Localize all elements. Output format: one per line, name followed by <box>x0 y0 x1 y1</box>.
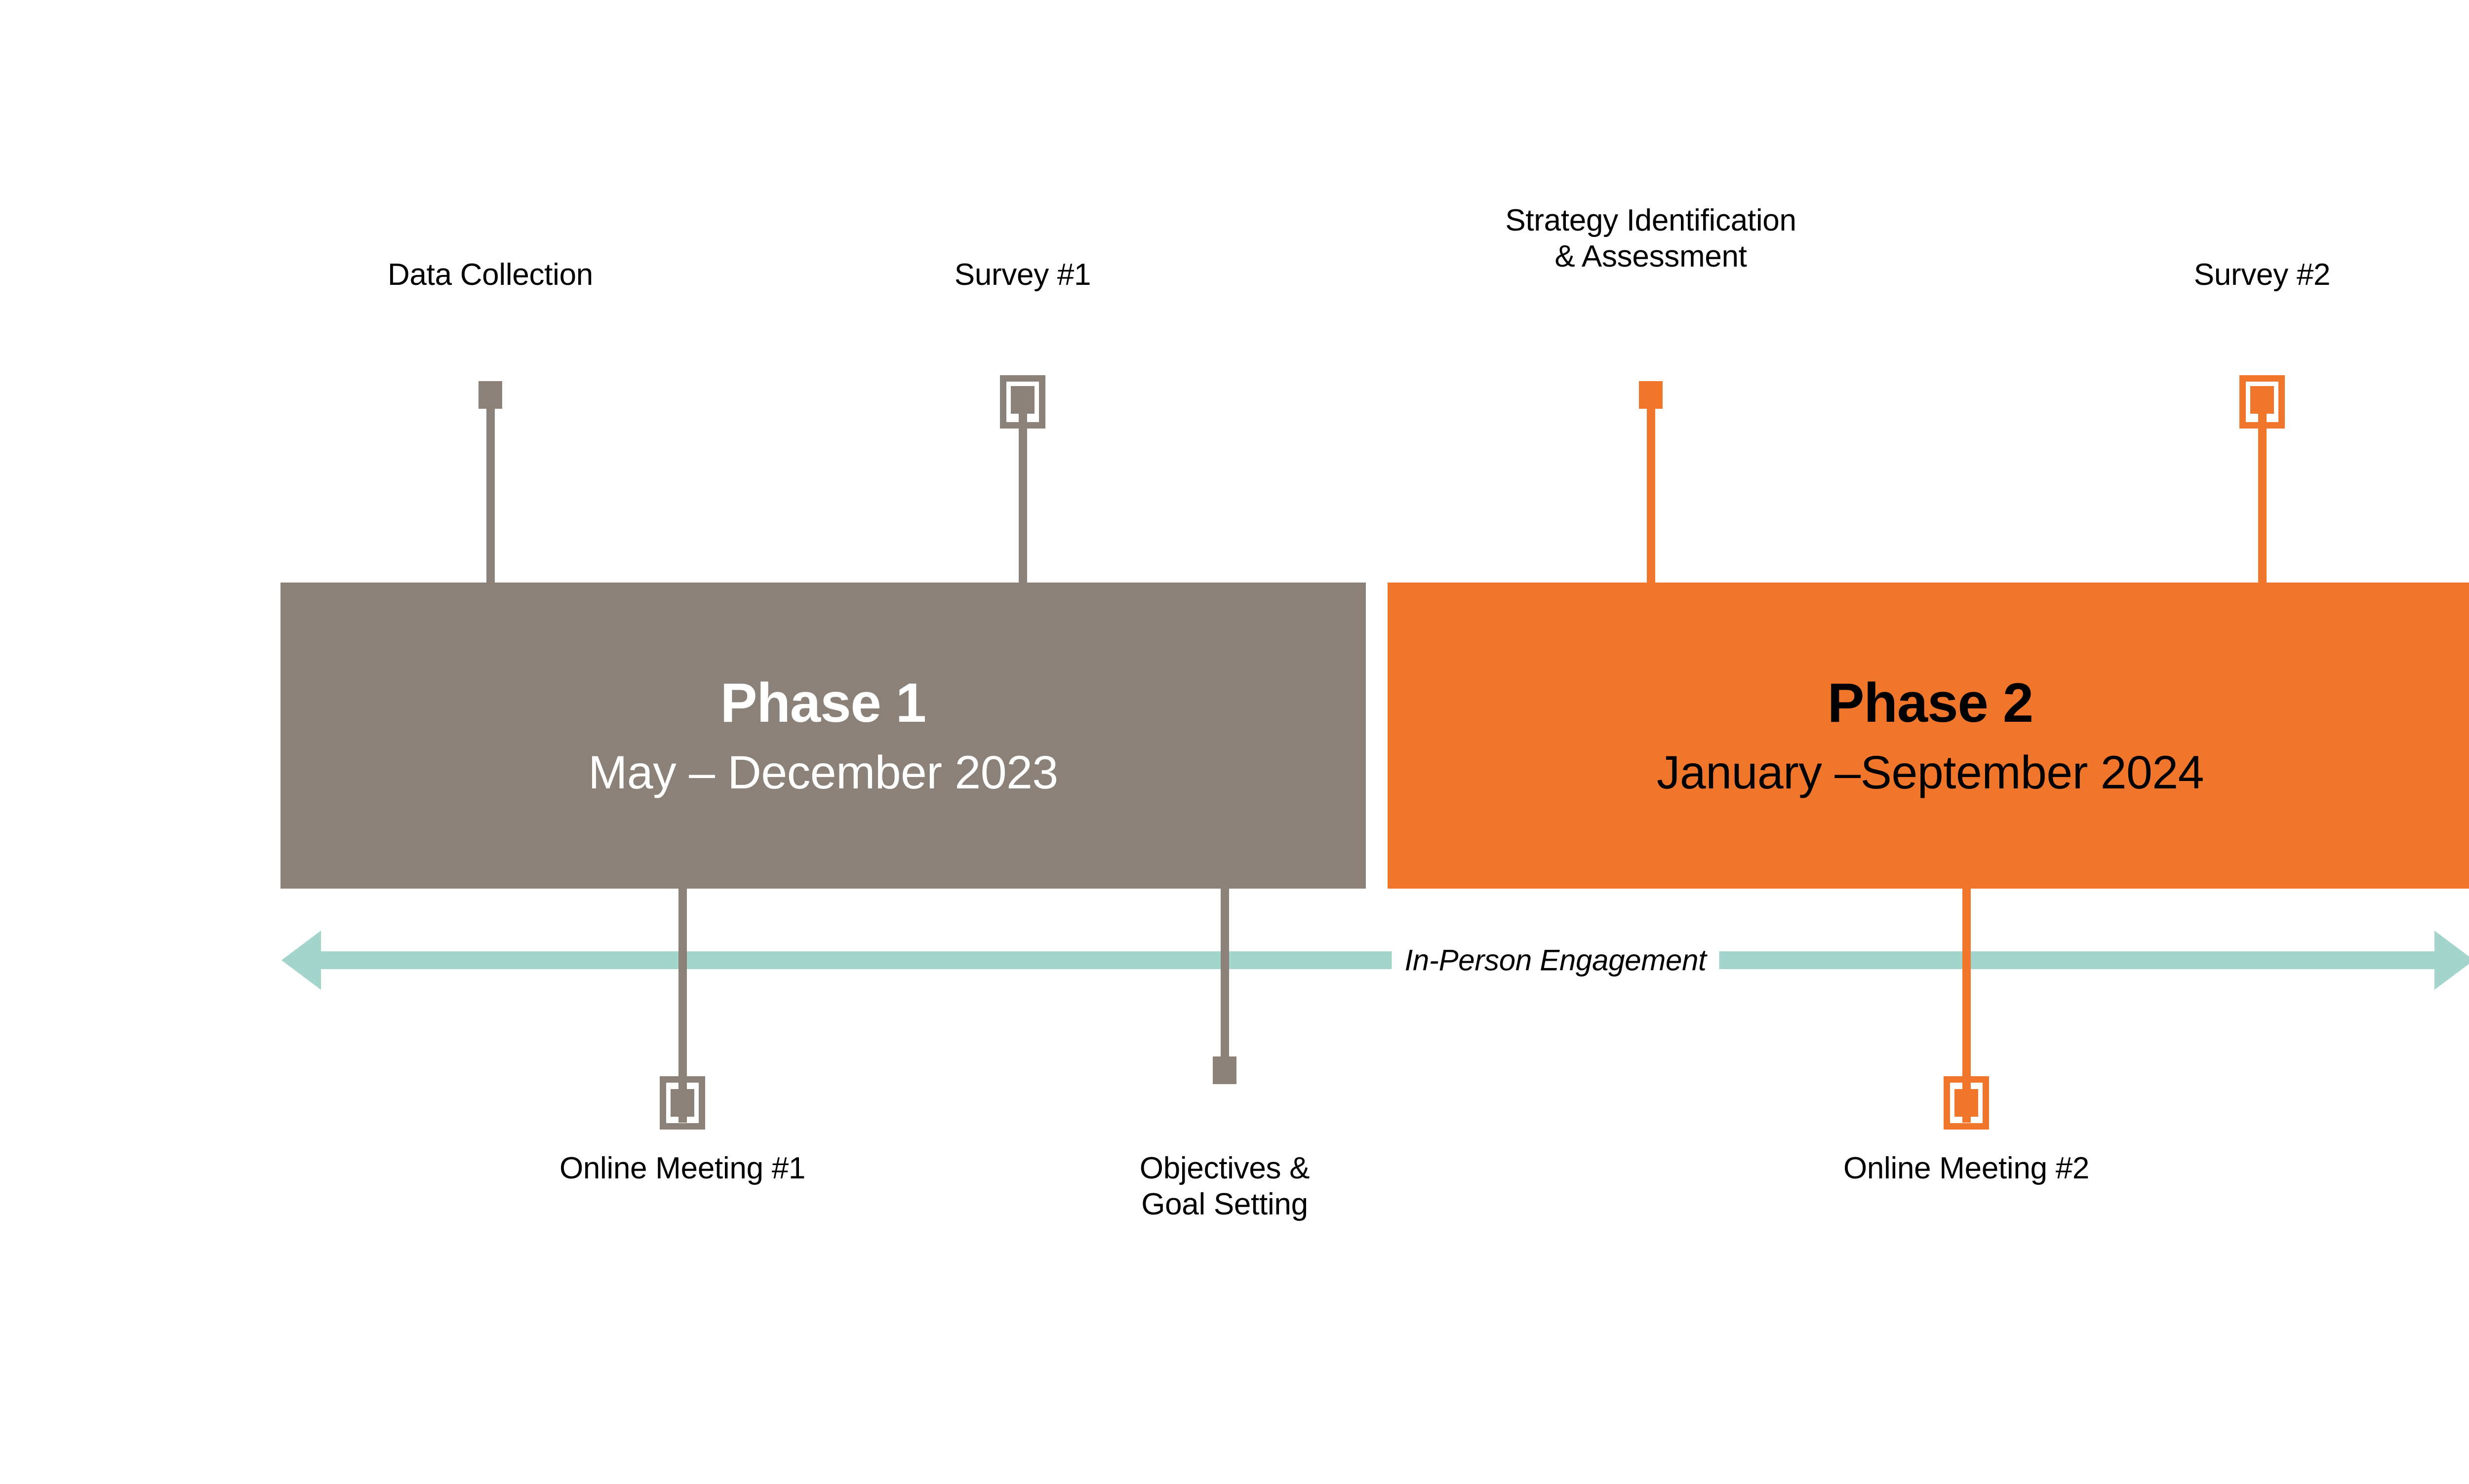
milestone-stem <box>1221 889 1229 1084</box>
milestone-label: Strategy Identification & Assessment <box>1505 203 1796 274</box>
milestone-stem <box>1647 386 1655 584</box>
milestone-label: Survey #2 <box>2193 258 2331 292</box>
marker-filled-square <box>1639 381 1663 409</box>
milestone-stem <box>1019 386 1027 584</box>
marker-filled-square <box>671 1089 694 1117</box>
milestone-label: Survey #1 <box>954 258 1091 292</box>
milestone-label: Objectives & Goal Setting <box>1139 1151 1310 1222</box>
marker-filled-square <box>1011 386 1035 414</box>
phase-title-2: Phase 2 <box>1827 671 2033 734</box>
phase-title-1: Phase 1 <box>720 671 926 734</box>
double-headed-arrow-icon <box>281 931 2469 990</box>
in-person-engagement-label: In-Person Engagement <box>1392 943 1719 977</box>
milestone-stem <box>2258 386 2267 584</box>
marker-outline-square <box>2239 375 2285 429</box>
marker-outline-square <box>1944 1076 1989 1130</box>
phase-dates-1: May – December 2023 <box>588 746 1058 799</box>
marker-outline-square <box>1000 375 1045 429</box>
phase-bar-2[interactable]: Phase 2 January –September 2024 <box>1388 583 2469 889</box>
milestone-stem <box>1962 889 1971 1123</box>
marker-filled-square <box>2250 386 2274 414</box>
marker-filled-square <box>478 381 502 409</box>
phase-bar-1[interactable]: Phase 1 May – December 2023 <box>280 583 1366 889</box>
milestone-label: Online Meeting #2 <box>1843 1151 2090 1185</box>
milestone-stem <box>486 386 495 584</box>
in-person-engagement-arrow: In-Person Engagement <box>281 931 2469 990</box>
marker-filled-square <box>1954 1089 1978 1117</box>
marker-outline-square <box>660 1076 705 1130</box>
milestone-label: Data Collection <box>388 258 593 292</box>
phase-dates-2: January –September 2024 <box>1656 746 2204 799</box>
marker-filled-square <box>1213 1056 1236 1084</box>
milestone-stem <box>678 889 687 1123</box>
milestone-label: Online Meeting #1 <box>559 1151 806 1185</box>
